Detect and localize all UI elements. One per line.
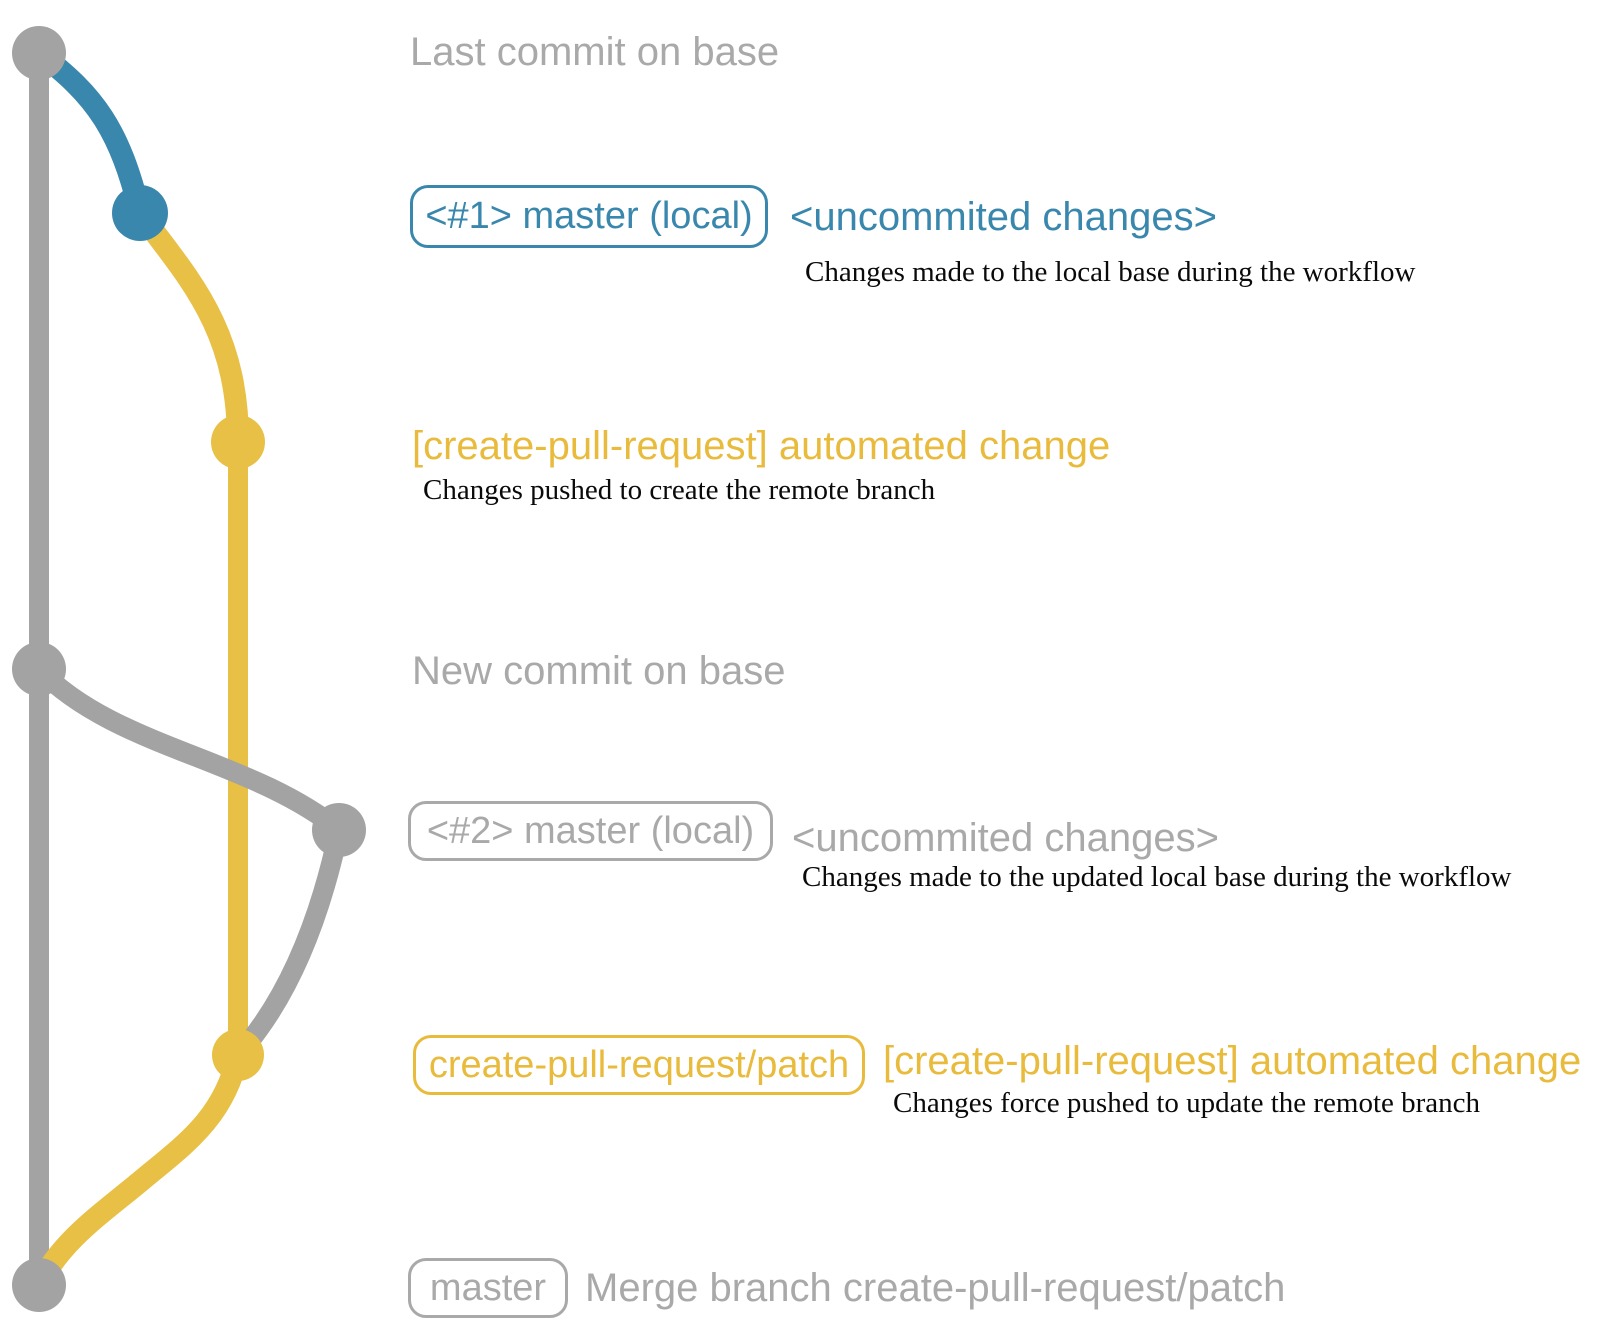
commit-dot-merge — [12, 1258, 66, 1312]
commit-message-automated-change-2: [create-pull-request] automated change — [883, 1039, 1582, 1083]
commit-message-uncommited-1: <uncommited changes> — [790, 195, 1217, 239]
ref-badge-master: master — [408, 1258, 568, 1318]
ref-badge-master-local-2: <#2> master (local) — [408, 801, 773, 861]
commit-dot-push-1 — [211, 415, 265, 469]
commit-message-automated-change-1: [create-pull-request] automated change — [412, 424, 1111, 468]
local-branch-curve — [32, 44, 151, 216]
note-push-remote-branch: Changes pushed to create the remote bran… — [423, 474, 936, 506]
commit-dot-force-push — [212, 1029, 264, 1081]
commit-dot-new-base — [12, 642, 66, 696]
commit-dot-local-1 — [112, 185, 168, 241]
note-force-push-remote-branch: Changes force pushed to update the remot… — [893, 1087, 1481, 1119]
remote-branch-curve — [131, 206, 249, 443]
commit-dot-local-2 — [312, 803, 366, 857]
note-local-changes-2: Changes made to the updated local base d… — [802, 861, 1512, 893]
label-new-commit-on-base: New commit on base — [412, 649, 786, 693]
ref-badge-create-pull-request-patch: create-pull-request/patch — [413, 1035, 865, 1095]
commit-message-uncommited-2: <uncommited changes> — [792, 816, 1219, 860]
commit-message-merge-branch: Merge branch create-pull-request/patch — [585, 1266, 1286, 1310]
note-local-changes-1: Changes made to the local base during th… — [805, 256, 1416, 288]
force-push-curve — [230, 827, 349, 1062]
rebase-curve — [31, 662, 346, 838]
ref-badge-master-local-1: <#1> master (local) — [410, 185, 768, 248]
merge-curve — [29, 1052, 249, 1291]
commit-dot-last-base — [12, 26, 66, 80]
label-last-commit-on-base: Last commit on base — [410, 30, 780, 74]
